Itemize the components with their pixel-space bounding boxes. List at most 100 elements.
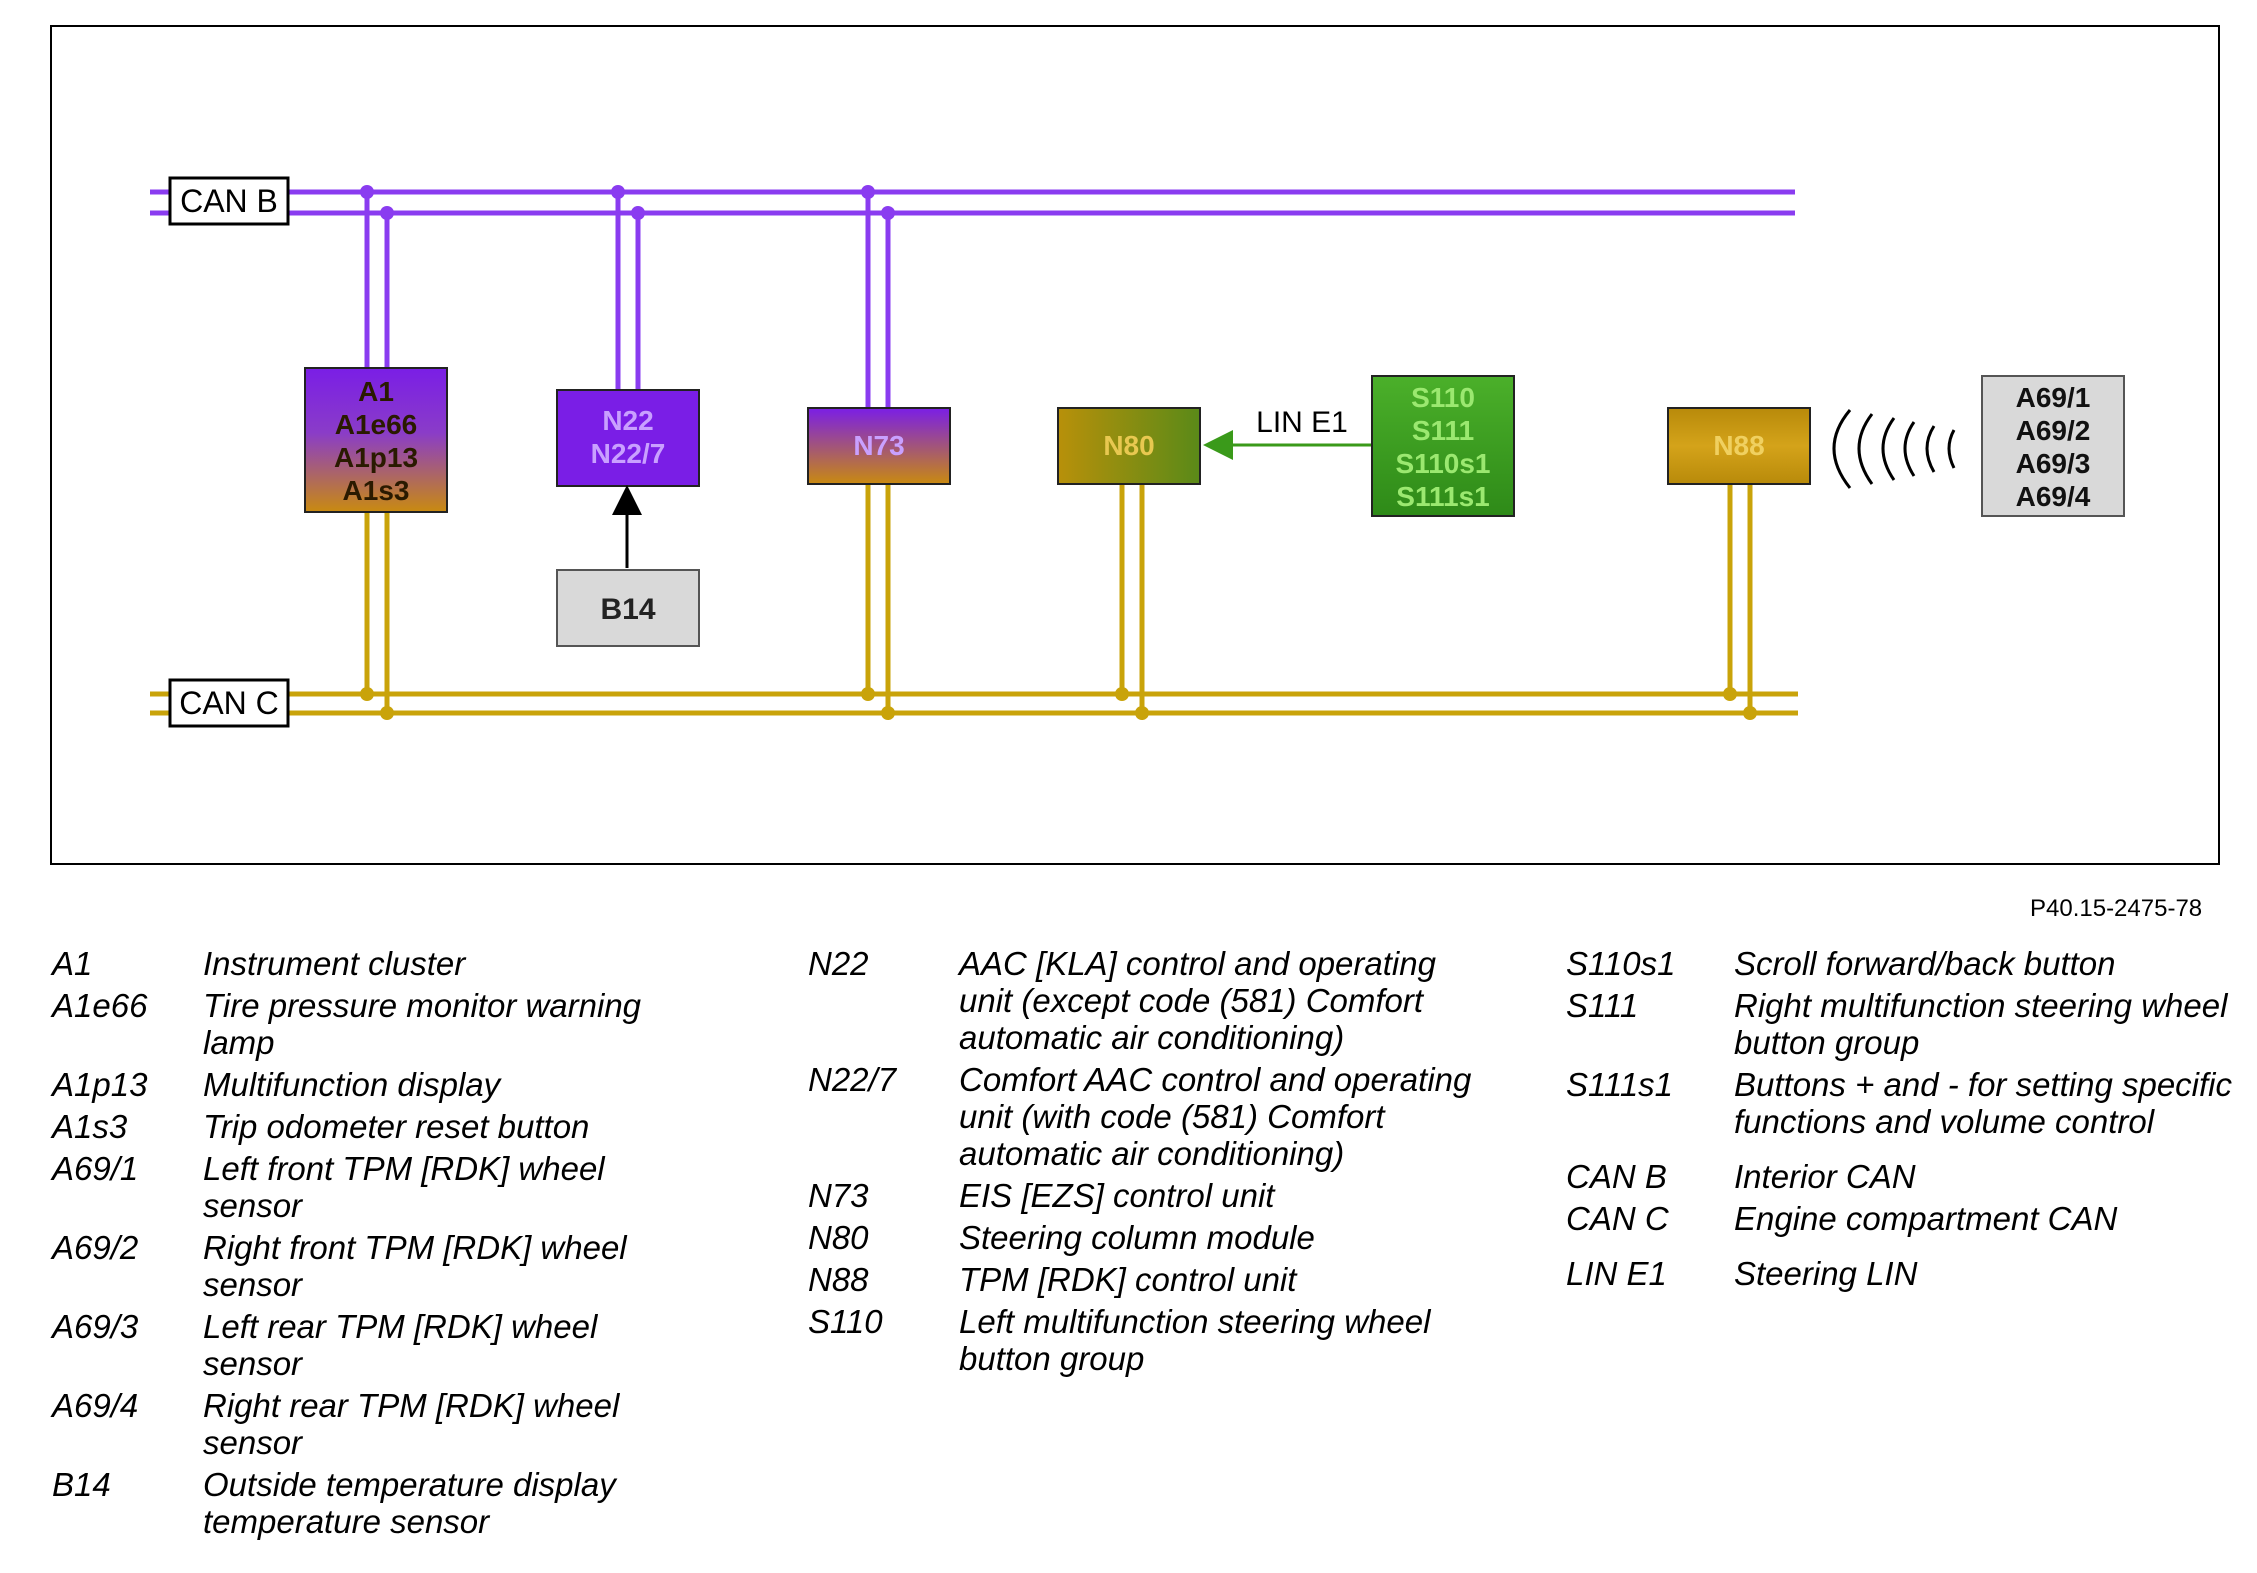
legend-item: CAN B Interior CAN <box>1566 1158 2256 1195</box>
figure-reference: P40.15-2475-78 <box>2030 895 2203 922</box>
legend-description: Trip odometer reset button <box>203 1108 590 1145</box>
legend-item: N22/7 Comfort AAC control and operating u… <box>808 1061 1508 1172</box>
legend-code: N80 <box>808 1219 869 1256</box>
legend-item: A69/3 Left rear TPM [RDK] wheel sensor <box>52 1308 702 1382</box>
legend-description: Steering LIN <box>1734 1255 1918 1292</box>
can-b-junctions <box>360 185 895 220</box>
can-c-junctions <box>360 687 1757 720</box>
legend-column-1: A1 Instrument cluster A1e66 Tire pressure … <box>52 945 702 1545</box>
svg-text:A69/4: A69/4 <box>2016 481 2091 512</box>
svg-text:S111: S111 <box>1412 415 1474 446</box>
legend-code: A69/2 <box>52 1229 139 1266</box>
node-s110: S110 S111 S110s1 S111s1 <box>1371 375 1515 517</box>
legend-code: N73 <box>808 1177 869 1214</box>
legend-item: A1s3 Trip odometer reset button <box>52 1108 702 1145</box>
legend-description: Outside temperature display temperature … <box>203 1466 616 1540</box>
lin-e1-connection: LIN E1 <box>1203 406 1372 460</box>
legend-description: Engine compartment CAN <box>1734 1200 2118 1237</box>
svg-text:A69/2: A69/2 <box>2016 415 2091 446</box>
legend-description: Tire pressure monitor warning lamp <box>203 987 642 1061</box>
legend-code: LIN E1 <box>1566 1255 1667 1292</box>
can-b-bus <box>150 189 1795 216</box>
legend-item: S111 Right multifunction steering wheel b… <box>1566 987 2256 1061</box>
legend-code: B14 <box>52 1466 111 1503</box>
legend-code: A1e66 <box>52 987 148 1024</box>
legend-item: A1p13 Multifunction display <box>52 1066 702 1103</box>
legend-description: Right front TPM [RDK] wheel sensor <box>203 1229 627 1303</box>
legend-code: A1 <box>52 945 93 982</box>
can-c-drops <box>364 484 1753 713</box>
node-n80: N80 <box>1057 407 1201 485</box>
legend-item: N80 Steering column module <box>808 1219 1508 1256</box>
svg-text:LIN E1: LIN E1 <box>1256 406 1348 439</box>
legend-item: A1 Instrument cluster <box>52 945 702 982</box>
legend-description: Interior CAN <box>1734 1158 1916 1195</box>
legend-description: Steering column module <box>959 1219 1315 1256</box>
svg-text:A1: A1 <box>358 376 394 407</box>
legend-description: Scroll forward/back button <box>1734 945 2116 982</box>
node-n88: N88 <box>1667 407 1811 485</box>
legend-description: Left front TPM [RDK] wheel sensor <box>203 1150 605 1224</box>
legend-code: S110 <box>808 1303 883 1340</box>
can-c-label: CAN C <box>168 678 290 728</box>
can-c-bus <box>150 691 1798 716</box>
svg-text:CAN C: CAN C <box>179 685 279 721</box>
svg-text:N73: N73 <box>853 430 904 461</box>
svg-text:S110: S110 <box>1411 382 1475 413</box>
legend-description: Buttons + and - for setting specific fun… <box>1734 1066 2233 1140</box>
legend-description: Right multifunction steering wheel butto… <box>1734 987 2228 1061</box>
svg-text:S110s1: S110s1 <box>1396 448 1491 479</box>
legend-item: B14 Outside temperature display temperatu… <box>52 1466 702 1540</box>
legend-code: S111s1 <box>1566 1066 1674 1103</box>
node-a69: A69/1 A69/2 A69/3 A69/4 <box>1981 375 2125 517</box>
legend-description: Left multifunction steering wheel button… <box>959 1303 1431 1377</box>
legend-code: A69/3 <box>52 1308 139 1345</box>
legend-item: LIN E1 Steering LIN <box>1566 1255 2256 1292</box>
svg-text:N22: N22 <box>602 405 653 436</box>
legend-description: Comfort AAC control and operating unit (… <box>959 1061 1472 1172</box>
legend-code: S110s1 <box>1566 945 1676 982</box>
legend-code: N22/7 <box>808 1061 897 1098</box>
legend-code: A69/1 <box>52 1150 139 1187</box>
svg-text:N22/7: N22/7 <box>591 438 666 469</box>
legend-description: TPM [RDK] control unit <box>959 1261 1297 1298</box>
legend-description: Left rear TPM [RDK] wheel sensor <box>203 1308 598 1382</box>
legend-code: CAN B <box>1566 1158 1667 1195</box>
svg-text:S111s1: S111s1 <box>1396 481 1489 512</box>
node-b14: B14 <box>556 569 700 647</box>
legend-item: A1e66 Tire pressure monitor warning lamp <box>52 987 702 1061</box>
svg-text:A69/1: A69/1 <box>2016 382 2091 413</box>
svg-text:A1e66: A1e66 <box>335 409 418 440</box>
svg-text:B14: B14 <box>600 593 655 626</box>
legend-description: AAC [KLA] control and operating unit (ex… <box>959 945 1436 1056</box>
svg-text:A1s3: A1s3 <box>343 475 410 506</box>
can-b-drops <box>364 192 891 408</box>
legend-column-3: S110s1 Scroll forward/back button S111 Rig… <box>1566 945 2256 1297</box>
legend-item: A69/2 Right front TPM [RDK] wheel sensor <box>52 1229 702 1303</box>
legend-code: S111 <box>1566 987 1639 1024</box>
legend-description: Instrument cluster <box>203 945 466 982</box>
legend-description: Right rear TPM [RDK] wheel sensor <box>203 1387 620 1461</box>
node-n73: N73 <box>807 407 951 485</box>
legend-code: A1s3 <box>52 1108 128 1145</box>
legend-code: A69/4 <box>52 1387 139 1424</box>
legend-description: Multifunction display <box>203 1066 501 1103</box>
legend-item: S110s1 Scroll forward/back button <box>1566 945 2256 982</box>
svg-text:N88: N88 <box>1713 430 1764 461</box>
svg-text:A1p13: A1p13 <box>334 442 418 473</box>
legend-code: A1p13 <box>52 1066 148 1103</box>
can-b-label: CAN B <box>168 176 290 226</box>
svg-text:A69/3: A69/3 <box>2016 448 2091 479</box>
svg-text:N80: N80 <box>1103 430 1154 461</box>
svg-text:CAN B: CAN B <box>180 183 278 219</box>
network-diagram: CAN B CAN C A1 A1e66 A1p13 A1s3 N22 N22/… <box>50 25 2220 865</box>
legend-item: A69/1 Left front TPM [RDK] wheel sensor <box>52 1150 702 1224</box>
node-n22: N22 N22/7 <box>556 389 700 487</box>
legend-item: S111s1 Buttons + and - for setting specif… <box>1566 1066 2256 1140</box>
wireless-signal-icon <box>1832 409 1956 489</box>
